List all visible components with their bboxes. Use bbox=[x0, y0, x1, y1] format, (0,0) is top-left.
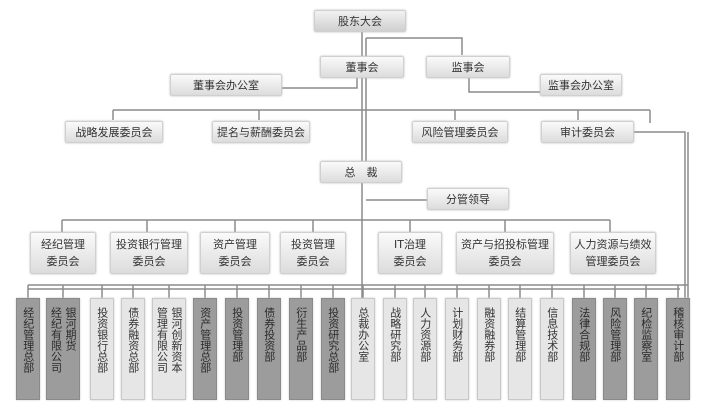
department-node[interactable]: 衍生产品部 bbox=[289, 298, 313, 400]
department-node[interactable]: 人力资源部 bbox=[413, 298, 437, 400]
department-label-column: 衍生产品部 bbox=[294, 307, 308, 362]
management-committee-node[interactable]: 资产管理委员会 bbox=[200, 232, 270, 274]
department-node[interactable]: 结算管理部 bbox=[508, 298, 532, 400]
board-of-directors-node[interactable]: 董事会 bbox=[320, 56, 404, 78]
committee-line2: 委员会 bbox=[218, 255, 252, 268]
board-office-node[interactable]: 董事会办公室 bbox=[170, 74, 282, 96]
nomination-committee-node[interactable]: 提名与薪酬委员会 bbox=[212, 121, 310, 143]
department-label-column: 债券融资总部 bbox=[126, 307, 140, 373]
committee-line1: 人力资源与绩效 bbox=[574, 238, 652, 251]
department-node[interactable]: 银河创新资本管理有限公司 bbox=[152, 298, 186, 400]
management-committee-node[interactable]: 经纪管理委员会 bbox=[30, 232, 96, 274]
department-label: 投资管理部 bbox=[230, 307, 244, 399]
management-committee-node[interactable]: 资产与招投标管理委员会 bbox=[456, 232, 554, 274]
department-label: 投资研究总部 bbox=[326, 307, 340, 399]
department-label-column: 结算管理部 bbox=[513, 307, 527, 362]
president-node[interactable]: 总 裁 bbox=[320, 161, 402, 183]
department-label-column: 总裁办公室 bbox=[356, 307, 370, 362]
committee-line1: 资产管理 bbox=[213, 238, 257, 251]
shareholders-meeting-node[interactable]: 股东大会 bbox=[314, 10, 406, 32]
committee-line2: 管理委员会 bbox=[585, 255, 641, 268]
department-node[interactable]: 债券投资部 bbox=[257, 298, 281, 400]
management-committee-node[interactable]: 投资管理委员会 bbox=[280, 232, 346, 274]
department-label-column: 纪检监察室 bbox=[639, 307, 653, 362]
committee-line2: 委员会 bbox=[46, 255, 80, 268]
committee-line1: IT治理 bbox=[394, 238, 426, 251]
risk-committee-node[interactable]: 风险管理委员会 bbox=[412, 121, 508, 143]
department-label-column: 银河创新资本 bbox=[170, 307, 183, 373]
department-label: 投资银行总部 bbox=[95, 307, 109, 399]
management-committee-node[interactable]: 投资银行管理委员会 bbox=[110, 232, 188, 274]
department-node[interactable]: 计划财务部 bbox=[445, 298, 469, 400]
department-node[interactable]: 法律合规部 bbox=[572, 298, 596, 400]
department-label: 纪检监察室 bbox=[639, 307, 653, 399]
department-label: 结算管理部 bbox=[513, 307, 527, 399]
department-label-column: 融资融券部 bbox=[482, 307, 496, 362]
department-label-column: 经纪有限公司 bbox=[49, 307, 63, 373]
department-label-column: 资产管理总部 bbox=[198, 307, 212, 373]
department-label-column: 投资管理部 bbox=[230, 307, 244, 362]
department-node[interactable]: 银河期货经纪有限公司 bbox=[46, 298, 80, 400]
management-committee-node[interactable]: IT治理委员会 bbox=[378, 232, 442, 274]
department-node[interactable]: 经纪管理总部 bbox=[16, 298, 40, 400]
department-node[interactable]: 战略研究部 bbox=[383, 298, 407, 400]
department-label-column: 风险管理部 bbox=[608, 307, 622, 362]
committee-line1: 经纪管理 bbox=[41, 238, 85, 251]
department-label: 稽核审计部 bbox=[671, 307, 685, 399]
department-label-column: 经纪管理总部 bbox=[21, 307, 35, 373]
department-label-column: 稽核审计部 bbox=[671, 307, 685, 362]
department-label: 债券投资部 bbox=[262, 307, 276, 399]
committee-line2: 委员会 bbox=[393, 255, 427, 268]
department-label: 银河期货经纪有限公司 bbox=[49, 307, 78, 399]
department-label-column: 投资银行总部 bbox=[95, 307, 109, 373]
department-node[interactable]: 投资银行总部 bbox=[90, 298, 114, 400]
department-label-column: 投资研究总部 bbox=[326, 307, 340, 373]
department-label: 资产管理总部 bbox=[198, 307, 212, 399]
department-node[interactable]: 风险管理部 bbox=[603, 298, 627, 400]
committee-line2: 委员会 bbox=[488, 255, 522, 268]
committee-line2: 委员会 bbox=[132, 255, 166, 268]
division-leaders-node[interactable]: 分管领导 bbox=[427, 188, 509, 210]
committee-line1: 投资管理 bbox=[291, 238, 335, 251]
department-node[interactable]: 投资研究总部 bbox=[321, 298, 345, 400]
department-label: 计划财务部 bbox=[450, 307, 464, 399]
department-label-column: 计划财务部 bbox=[450, 307, 464, 362]
department-node[interactable]: 信息技术部 bbox=[540, 298, 564, 400]
department-label: 战略研究部 bbox=[388, 307, 402, 399]
committee-line2: 委员会 bbox=[296, 255, 330, 268]
supervisory-office-node[interactable]: 监事会办公室 bbox=[540, 74, 622, 96]
department-label-column: 法律合规部 bbox=[577, 307, 591, 362]
department-label: 法律合规部 bbox=[577, 307, 591, 399]
supervisory-board-node[interactable]: 监事会 bbox=[426, 56, 510, 78]
department-label-column: 战略研究部 bbox=[388, 307, 402, 362]
committee-line1: 投资银行管理 bbox=[116, 238, 182, 251]
department-node[interactable]: 资产管理总部 bbox=[193, 298, 217, 400]
department-label: 衍生产品部 bbox=[294, 307, 308, 399]
department-node[interactable]: 稽核审计部 bbox=[666, 298, 690, 400]
committee-line1: 资产与招投标管理 bbox=[461, 238, 549, 251]
department-node[interactable]: 债券融资总部 bbox=[121, 298, 145, 400]
department-label: 人力资源部 bbox=[418, 307, 432, 399]
department-label: 风险管理部 bbox=[608, 307, 622, 399]
strategy-committee-node[interactable]: 战略发展委员会 bbox=[65, 121, 163, 143]
department-label-column: 人力资源部 bbox=[418, 307, 432, 362]
department-label-column: 债券投资部 bbox=[262, 307, 276, 362]
department-label: 信息技术部 bbox=[545, 307, 559, 399]
department-label: 债券融资总部 bbox=[126, 307, 140, 399]
department-label: 融资融券部 bbox=[482, 307, 496, 399]
department-label: 银河创新资本管理有限公司 bbox=[155, 307, 184, 399]
department-node[interactable]: 融资融券部 bbox=[477, 298, 501, 400]
department-label-column: 信息技术部 bbox=[545, 307, 559, 362]
department-node[interactable]: 纪检监察室 bbox=[634, 298, 658, 400]
department-label-column: 管理有限公司 bbox=[155, 307, 169, 373]
audit-committee-node[interactable]: 审计委员会 bbox=[541, 121, 634, 143]
department-node[interactable]: 总裁办公室 bbox=[351, 298, 375, 400]
department-label: 经纪管理总部 bbox=[21, 307, 35, 399]
department-label-column: 银河期货 bbox=[64, 307, 77, 351]
management-committee-node[interactable]: 人力资源与绩效管理委员会 bbox=[570, 232, 656, 274]
department-node[interactable]: 投资管理部 bbox=[225, 298, 249, 400]
department-label: 总裁办公室 bbox=[356, 307, 370, 399]
